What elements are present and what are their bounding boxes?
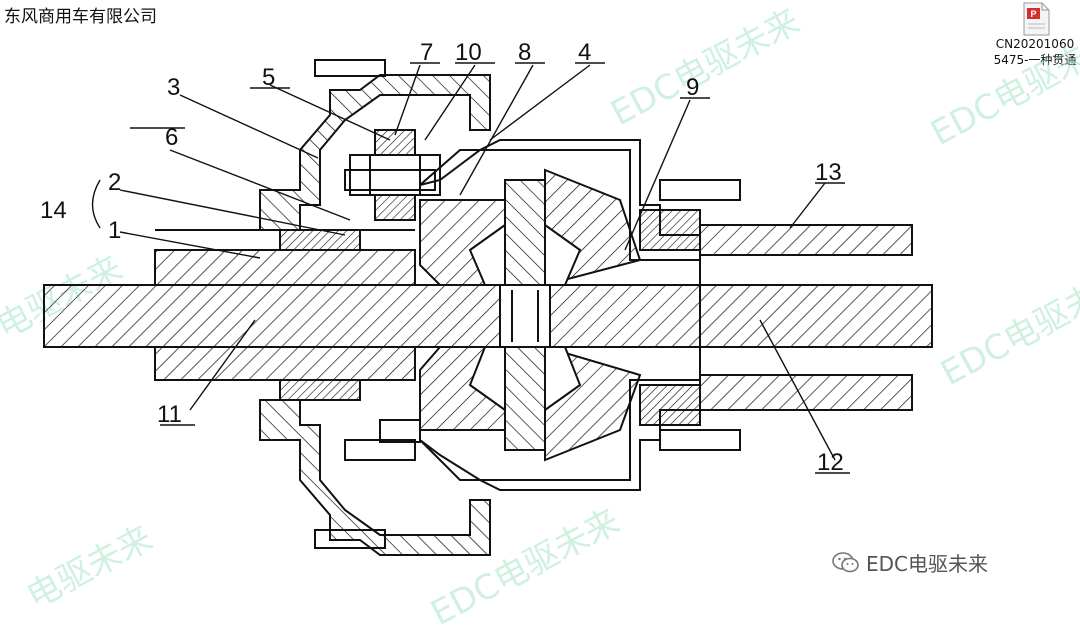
planet-gear-bottom	[374, 194, 416, 221]
right-flange-top	[659, 179, 741, 201]
pdf-file-icon: P	[1023, 2, 1050, 36]
file-caption: CN20201060 5475-一种贯通	[990, 36, 1080, 68]
bolt-head	[314, 529, 386, 549]
right-flange-bottom	[659, 429, 741, 451]
left-bearing-bottom	[279, 379, 361, 401]
file-caption-line1: CN20201060	[995, 37, 1075, 51]
bolt-head	[314, 59, 386, 77]
output-tube-lower	[699, 374, 913, 411]
svg-text:P: P	[1030, 9, 1036, 19]
file-caption-line2: 5475-一种贯通	[993, 53, 1077, 67]
callout-label: 10	[455, 39, 482, 66]
right-bearing-bottom	[639, 384, 701, 426]
through-shaft	[43, 284, 933, 348]
bolt-body	[344, 169, 436, 191]
left-bearing-top	[279, 229, 361, 251]
hollow-shaft-upper	[154, 249, 416, 286]
right-bearing-top	[639, 209, 701, 251]
planet-gear-top	[374, 129, 416, 156]
wechat-icon	[832, 551, 859, 572]
output-tube-upper	[699, 224, 913, 256]
callout-label: 4	[578, 39, 591, 66]
callout-label: 2	[108, 169, 121, 196]
callout-label: 8	[518, 39, 531, 66]
housing-lower	[259, 399, 491, 556]
planet-gear-lower	[379, 419, 421, 443]
callout-label: 13	[815, 159, 842, 186]
callout-label: 14	[40, 197, 67, 224]
center-gap	[499, 284, 551, 348]
callout-label: 7	[420, 39, 433, 66]
housing-upper	[259, 74, 491, 231]
callout-label: 9	[686, 74, 699, 101]
callout-label: 11	[157, 401, 182, 428]
patent-cross-section-drawing: 1 2 3 4 5 6 7 8 9 10 11 12 13 14	[40, 39, 933, 556]
company-name: 东风商用车有限公司	[4, 7, 157, 27]
drawing-geometry	[43, 59, 933, 556]
planet-pin	[349, 154, 441, 196]
callout-label: 6	[165, 124, 178, 151]
wechat-account-name: EDC电驱未来	[866, 552, 989, 576]
hollow-shaft-lower	[154, 346, 416, 381]
callout-label: 3	[167, 74, 180, 101]
callout-label: 1	[108, 217, 121, 244]
callout-label: 12	[817, 449, 844, 476]
wechat-account-mark: EDC电驱未来	[832, 548, 988, 577]
leader-lines	[91, 62, 850, 474]
callout-label: 5	[262, 64, 275, 91]
